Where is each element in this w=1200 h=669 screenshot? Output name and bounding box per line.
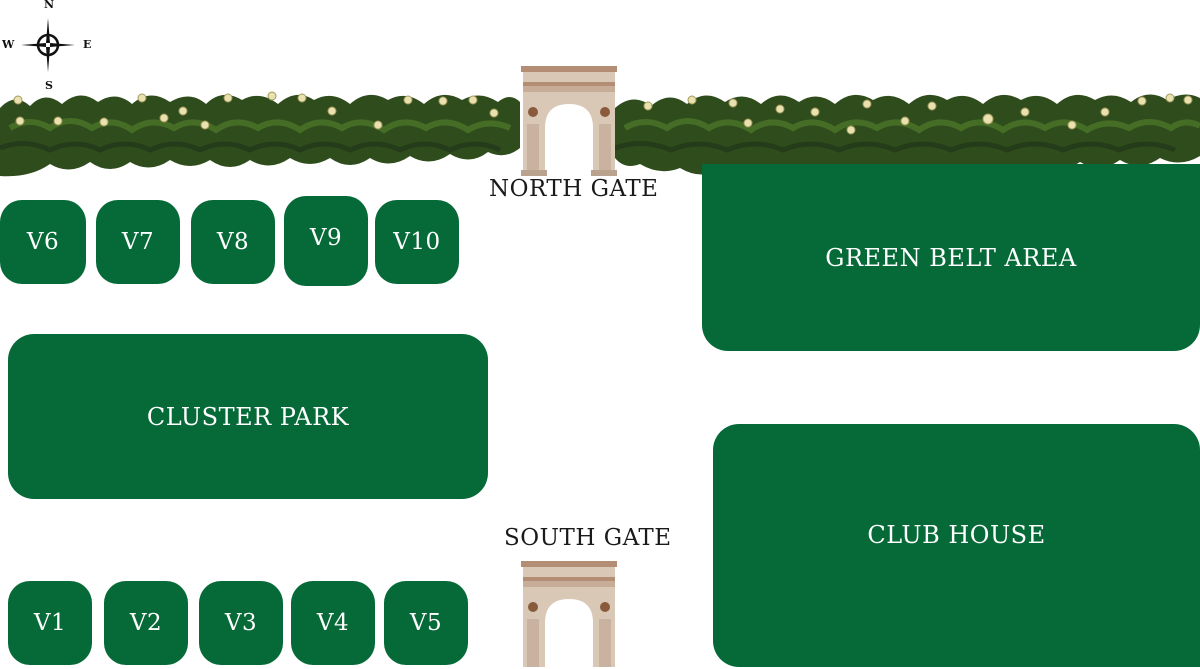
villa-v10[interactable]: V10 <box>375 200 459 284</box>
villa-v3[interactable]: V3 <box>199 581 283 665</box>
villa-v6[interactable]: V6 <box>0 200 86 284</box>
north-gate-label: NORTH GATE <box>489 176 659 202</box>
villa-v7[interactable]: V7 <box>96 200 180 284</box>
cluster-park[interactable]: CLUSTER PARK <box>8 334 488 499</box>
south-gate-label: SOUTH GATE <box>504 525 672 551</box>
club-house[interactable]: CLUB HOUSE <box>713 424 1200 667</box>
villa-v9[interactable]: V9 <box>284 196 368 286</box>
villa-v4[interactable]: V4 <box>291 581 375 665</box>
hedge-left <box>0 91 520 177</box>
south-gate-arch-icon <box>521 561 617 667</box>
villa-v8[interactable]: V8 <box>191 200 275 284</box>
compass-west-label: W <box>2 38 15 51</box>
villa-v2[interactable]: V2 <box>104 581 188 665</box>
compass-south-label: S <box>45 79 53 92</box>
compass-north-label: N <box>44 0 55 11</box>
green-belt-area[interactable]: GREEN BELT AREA <box>702 164 1200 351</box>
hedge-right <box>614 93 1200 178</box>
north-gate-arch-icon <box>521 66 617 176</box>
villa-v5[interactable]: V5 <box>384 581 468 665</box>
compass-east-label: E <box>83 38 92 51</box>
compass-rose-icon <box>21 18 75 72</box>
villa-v1[interactable]: V1 <box>8 581 92 665</box>
